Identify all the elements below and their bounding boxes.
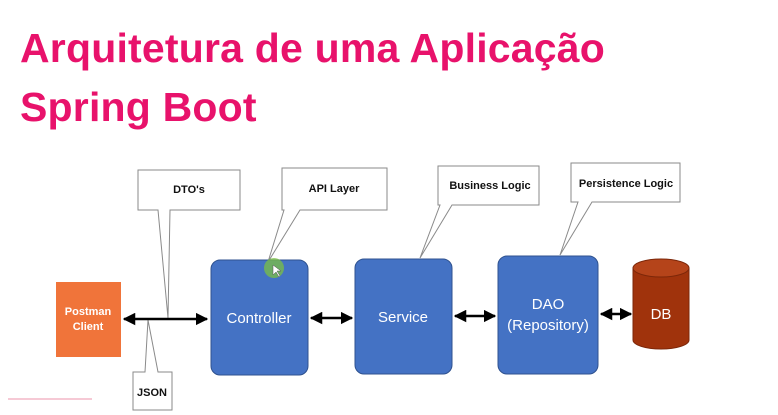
- callout-business-logic: Business Logic: [419, 165, 540, 259]
- postman-client-label-line-1: Postman: [65, 306, 112, 318]
- db-cylinder: DB: [632, 258, 690, 350]
- dao-label-line-1: DAO: [532, 296, 565, 313]
- callout-persistence-logic-label: Persistence Logic: [579, 178, 673, 190]
- dao-label-line-2: (Repository): [507, 317, 589, 334]
- callout-dtos: DTO's: [137, 169, 241, 319]
- db-label: DB: [651, 306, 672, 323]
- callout-json: JSON: [132, 319, 173, 411]
- controller-box: Controller: [210, 259, 309, 376]
- service-label: Service: [378, 309, 428, 326]
- callout-json-label: JSON: [137, 387, 167, 399]
- callout-dtos-label: DTO's: [173, 184, 205, 196]
- slide-title-line-1: Arquitetura de uma Aplicação: [20, 25, 606, 71]
- service-box: Service: [354, 258, 453, 375]
- mouse-cursor-highlight: [264, 258, 284, 278]
- callout-api-layer-label: API Layer: [309, 183, 360, 195]
- postman-client-box: Postman Client: [56, 282, 121, 357]
- controller-label: Controller: [226, 310, 291, 327]
- slide-title-line-2: Spring Boot: [20, 84, 257, 130]
- postman-client-label-line-2: Client: [73, 321, 104, 333]
- callout-api-layer: API Layer: [267, 167, 388, 263]
- callout-business-logic-label: Business Logic: [449, 180, 530, 192]
- dao-box: DAO (Repository): [497, 255, 599, 375]
- callout-persistence-logic: Persistence Logic: [559, 162, 681, 256]
